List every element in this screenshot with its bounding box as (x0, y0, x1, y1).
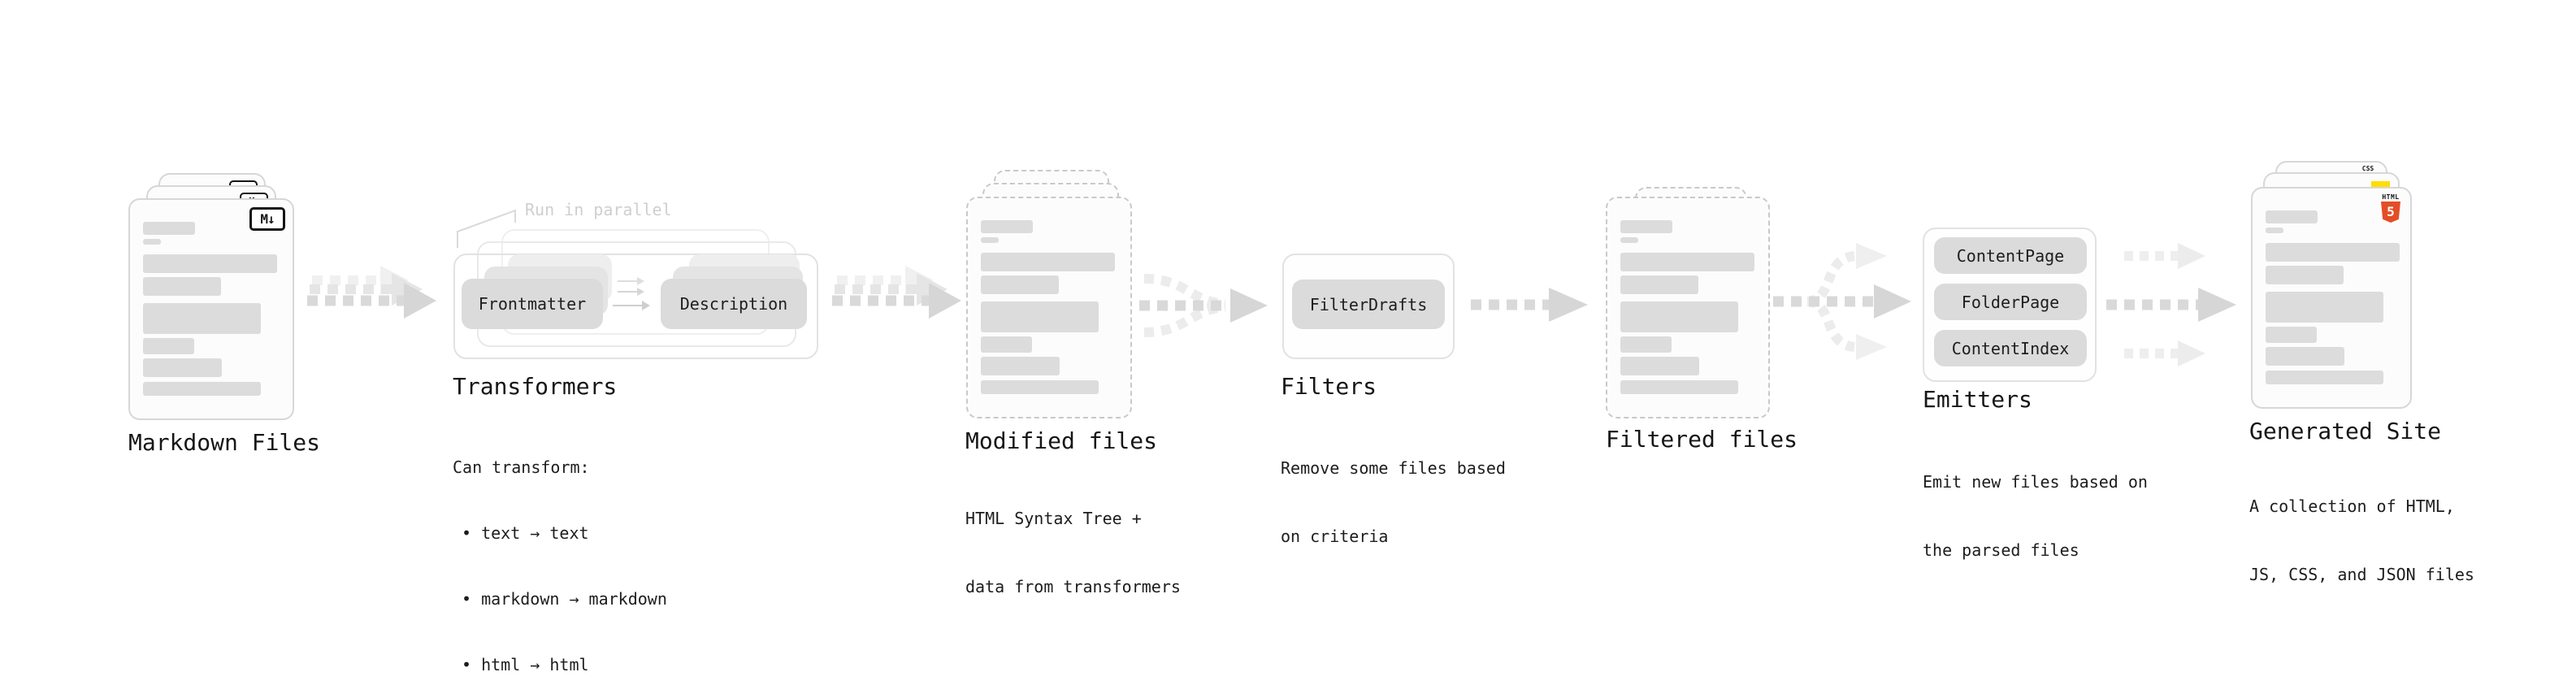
flow-arrow-markdown-to-transformers (307, 266, 436, 319)
flow-arrow-filtered-to-emitters (1773, 243, 1911, 360)
transformer-box-front (453, 254, 818, 359)
desc-line: JS, CSS, and JSON files (2249, 565, 2474, 584)
flow-arrow-filters-to-filtered (1471, 288, 1588, 322)
parallel-arrows-icon (613, 277, 650, 310)
filters-label: Filters (1281, 373, 1377, 400)
desc-line: Remove some files based (1281, 458, 1506, 478)
desc-line: Emit new files based on (1923, 472, 2148, 492)
emitter-pill-contentindex: ContentIndex (1934, 330, 2087, 366)
markdown-file-card-front: M↓ (128, 198, 294, 420)
flow-arrow-transformers-to-modified (832, 266, 961, 319)
emitter-pill-folderpage: FolderPage (1934, 284, 2087, 320)
transform-bullet: • text → text (462, 523, 589, 543)
filtered-file-card-front (1606, 197, 1770, 418)
doc-content-placeholder (968, 198, 1130, 394)
pipeline-diagram: { "diagram": { "stages": { "markdown": {… (128, 161, 2474, 674)
transform-bullet: • html → html (462, 655, 589, 674)
generated-site-label: Generated Site (2249, 418, 2442, 444)
desc-line: HTML Syntax Tree + (965, 509, 1142, 528)
emitters-label: Emitters (1923, 386, 2032, 413)
filter-pill-filterdrafts: FilterDrafts (1292, 280, 1445, 329)
markdown-icon: M↓ (249, 207, 285, 231)
transformers-desc-title: Can transform: (453, 457, 590, 477)
markdown-files-label: Markdown Files (128, 429, 321, 456)
site-file-card-html: HTML 5 (2251, 187, 2412, 409)
modified-files-description: HTML Syntax Tree + data from transformer… (965, 462, 1181, 621)
run-in-parallel-annotation: Run in parallel (525, 200, 672, 219)
desc-line: the parsed files (1923, 540, 2079, 560)
flow-arrow-emitters-to-site (2106, 243, 2236, 366)
flow-arrow-modified-to-filters (1139, 274, 1268, 337)
generated-site-description: A collection of HTML, JS, CSS, and JSON … (2249, 449, 2474, 609)
doc-content-placeholder (2253, 189, 2410, 384)
transform-bullet: • markdown → markdown (462, 589, 667, 609)
desc-line: on criteria (1281, 527, 1389, 546)
transformer-pill-description: Description (661, 279, 807, 329)
doc-content-placeholder (130, 200, 293, 396)
desc-line: data from transformers (965, 577, 1181, 596)
doc-content-placeholder (1607, 198, 1768, 394)
emitters-description: Emit new files based on the parsed files (1923, 425, 2148, 584)
transformer-pill-frontmatter: Frontmatter (462, 279, 603, 329)
desc-line: A collection of HTML, (2249, 496, 2455, 516)
filters-description: Remove some files based on criteria (1281, 411, 1506, 570)
modified-files-label: Modified files (965, 427, 1158, 454)
html5-icon: HTML 5 (2380, 194, 2401, 223)
emitter-pill-contentpage: ContentPage (1934, 237, 2087, 274)
transformers-description: Can transform: • text → text • markdown … (453, 413, 667, 698)
filtered-files-label: Filtered files (1606, 426, 1798, 453)
transformers-label: Transformers (453, 373, 618, 400)
modified-file-card-front (966, 197, 1132, 418)
annotation-leader-line (457, 209, 516, 248)
